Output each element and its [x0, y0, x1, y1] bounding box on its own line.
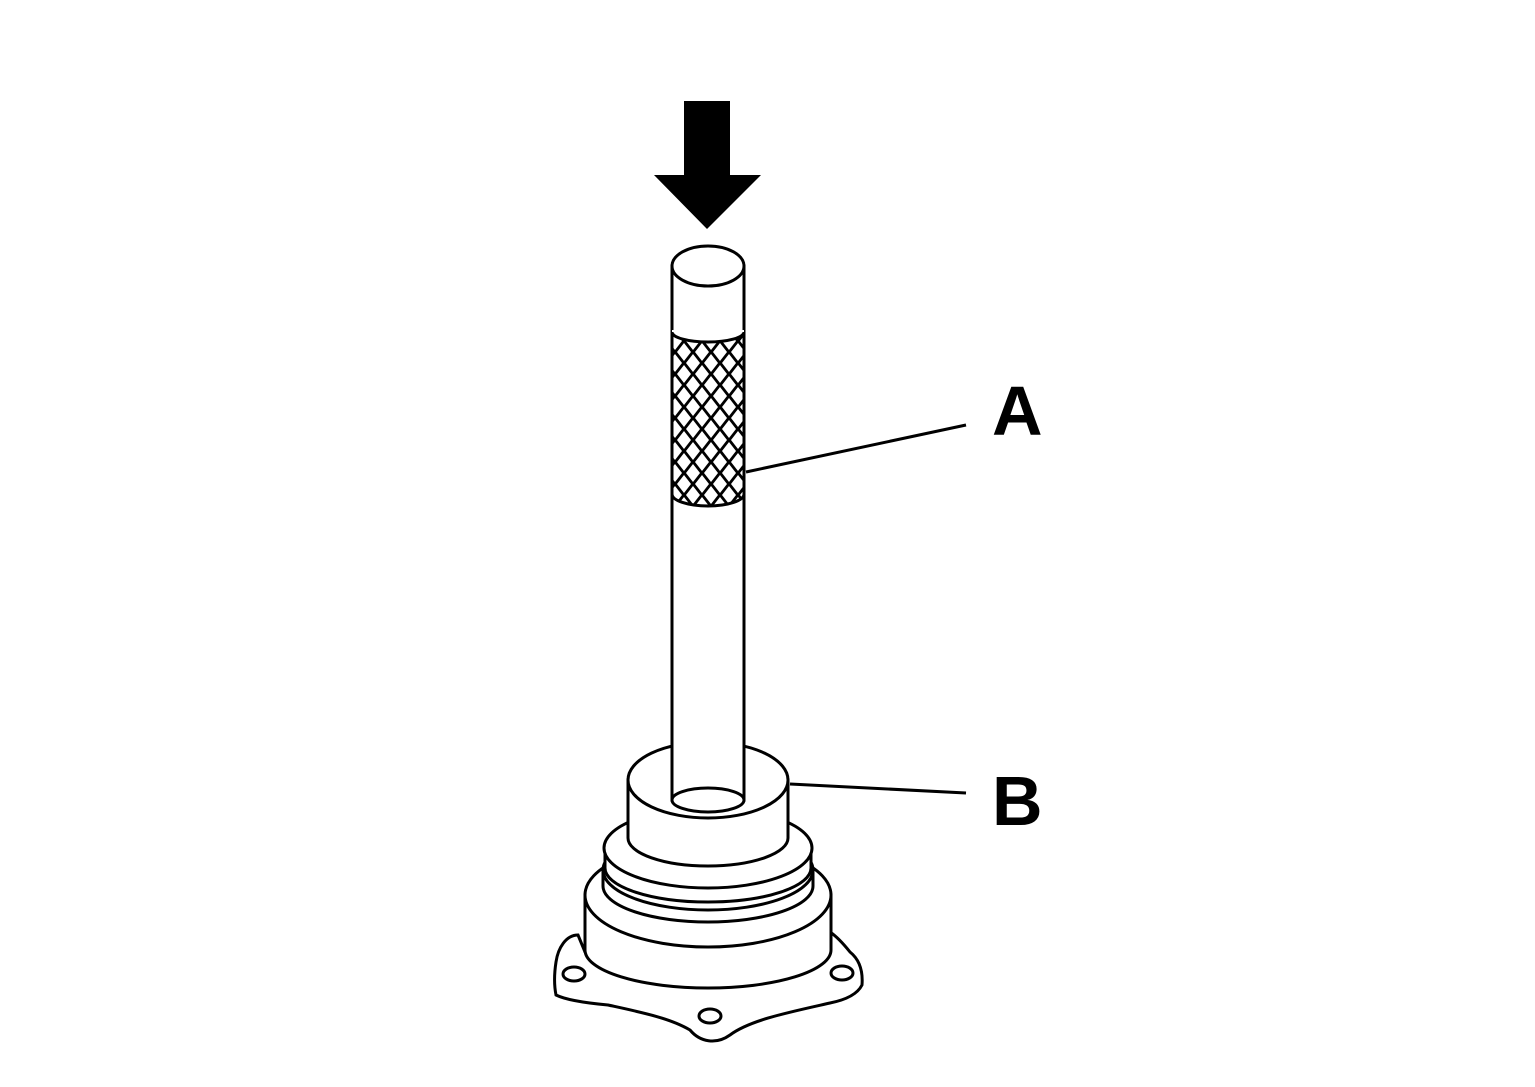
mounting-hole [829, 964, 855, 982]
callout-line-a [745, 423, 967, 474]
callout-line-b [789, 782, 967, 795]
shaft-top [670, 244, 746, 288]
callout-label-b: B [992, 762, 1043, 840]
mounting-hole [561, 965, 587, 983]
mounting-hole [697, 1007, 723, 1025]
down-arrow-icon [654, 101, 761, 229]
callout-label-a: A [992, 372, 1043, 450]
knurled-handle [670, 331, 746, 508]
